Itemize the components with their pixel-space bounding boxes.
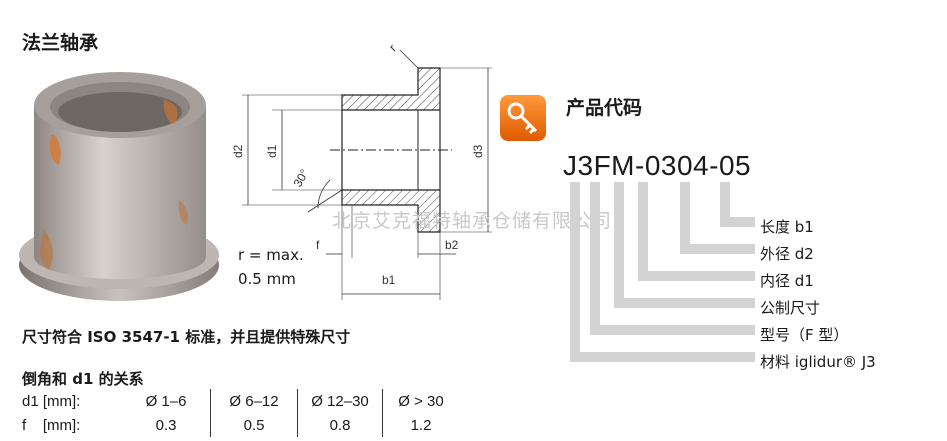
iso-note: 尺寸符合 ISO 3547-1 标准，并且提供特殊尺寸 [22, 328, 351, 346]
table-cell: 0.3 [155, 416, 177, 434]
row-label: f [mm]: [22, 416, 81, 434]
dim-b2-label: b2 [445, 238, 459, 252]
rmax-line1: r = max. [238, 246, 304, 264]
table-cell: Ø 1–6 [145, 392, 187, 410]
table-cell: Ø 12–30 [297, 389, 383, 413]
legend-item: 材料 iglidur® J3 [760, 353, 876, 371]
product-code-title: 产品代码 [566, 97, 643, 119]
dim-f-label: f [316, 238, 320, 252]
watermark-text: 北京艾克福特轴承仓储有限公司 [332, 210, 613, 232]
dim-angle-label: 30° [290, 167, 311, 190]
dim-d3-label: d3 [471, 144, 485, 158]
table-cell: 0.8 [297, 413, 383, 437]
legend-item: 型号（F 型） [760, 326, 849, 344]
dim-b1-label: b1 [382, 273, 396, 287]
key-icon [500, 95, 546, 141]
table-row: f [mm]: 0.3 0.5 0.8 1.2 [22, 413, 459, 437]
table-row: d1 [mm]: Ø 1–6 Ø 6–12 Ø 12–30 Ø > 30 [22, 389, 459, 413]
bearing-image [19, 72, 219, 301]
dim-d1-label: d1 [265, 144, 279, 158]
table-cell: 1.2 [382, 413, 459, 437]
dim-r-label: r [386, 41, 399, 54]
table-cell: Ø > 30 [382, 389, 459, 413]
table-cell: Ø 6–12 [210, 389, 298, 413]
chamfer-table: d1 [mm]: Ø 1–6 Ø 6–12 Ø 12–30 Ø > 30 f [… [22, 389, 459, 437]
part-number: J3FM-0304-05 [563, 150, 752, 181]
row-label: d1 [mm]: [22, 392, 81, 410]
legend-item: 长度 b1 [760, 218, 814, 236]
page-title: 法兰轴承 [22, 32, 99, 54]
legend-item: 公制尺寸 [760, 299, 821, 317]
rmax-line2: 0.5 mm [238, 270, 296, 288]
legend-item: 外径 d2 [760, 245, 814, 263]
technical-drawing: d2 d1 d3 r 30° f b2 b1 [231, 41, 492, 300]
relation-title: 倒角和 d1 的关系 [22, 370, 144, 388]
legend-item: 内径 d1 [760, 272, 814, 290]
part-number-legend-lines [570, 182, 755, 362]
table-cell: 0.5 [210, 413, 298, 437]
dim-d2-label: d2 [231, 144, 245, 158]
